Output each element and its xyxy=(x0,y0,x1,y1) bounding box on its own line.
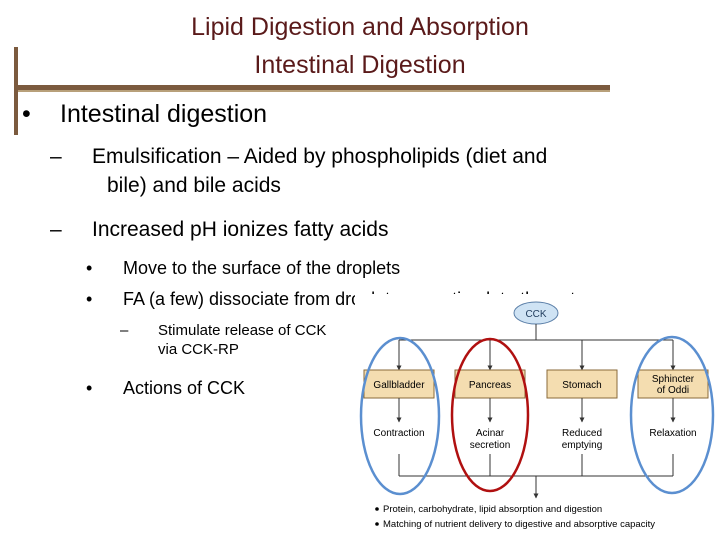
bullet-marker: • xyxy=(22,100,31,128)
bullet-emulsification-line2: bile) and bile acids xyxy=(107,174,281,197)
reduced-label: Reduced xyxy=(562,428,602,439)
title-rule xyxy=(18,85,610,90)
highlight-circle-gallbladder xyxy=(359,336,441,496)
cck-distribution-lines xyxy=(396,324,676,371)
bullet-actions-of-cck: Actions of CCK xyxy=(123,378,246,398)
outcome-absorption: Protein, carbohydrate, lipid absorption … xyxy=(383,504,602,515)
outcome-matching: Matching of nutrient delivery to digesti… xyxy=(383,519,655,530)
bullet-marker: • xyxy=(86,289,93,309)
cck-actions-diagram: CCK Gallbladder Pancreas Stomach Sphinct… xyxy=(355,294,717,538)
dash-marker: – xyxy=(120,322,129,339)
bullet-stimulate-cck-line2: via CCK-RP xyxy=(158,341,239,358)
pancreas-label: Pancreas xyxy=(469,380,511,391)
emptying-label: emptying xyxy=(562,440,603,451)
highlight-circle-pancreas xyxy=(450,337,530,493)
slide-title-line2: Intestinal Digestion xyxy=(254,51,466,79)
bullet-emulsification-line1: Emulsification – Aided by phospholipids … xyxy=(92,145,548,168)
bullet-marker: • xyxy=(86,378,93,398)
sphincter-box xyxy=(637,369,709,399)
title-rule-thin xyxy=(18,90,610,92)
bullet-marker: • xyxy=(86,258,93,278)
outcome-bullet xyxy=(375,507,379,511)
effect-arrows xyxy=(396,398,676,423)
bullet-increased-ph: Increased pH ionizes fatty acids xyxy=(92,218,389,241)
contraction-label: Contraction xyxy=(373,428,424,439)
sphincter-label-line1: Sphincter xyxy=(652,374,695,385)
convergence-lines xyxy=(398,454,674,499)
title-left-rule xyxy=(14,47,18,135)
stomach-label: Stomach xyxy=(562,380,601,391)
dash-marker: – xyxy=(50,218,62,241)
cck-label: CCK xyxy=(525,309,546,320)
outcome-bullet xyxy=(375,522,379,526)
highlight-circle-sphincter xyxy=(629,335,715,495)
slide-title-line1: Lipid Digestion and Absorption xyxy=(191,13,529,41)
bullet-move-to-surface: Move to the surface of the droplets xyxy=(123,258,401,278)
relaxation-label: Relaxation xyxy=(649,428,696,439)
bullet-intestinal-digestion: Intestinal digestion xyxy=(60,100,268,128)
stomach-box xyxy=(546,369,618,399)
acinar-label: Acinar xyxy=(476,428,505,439)
secretion-label: secretion xyxy=(470,440,511,451)
gallbladder-label: Gallbladder xyxy=(373,380,425,391)
dash-marker: – xyxy=(50,145,62,168)
bullet-stimulate-cck-line1: Stimulate release of CCK xyxy=(158,322,327,339)
sphincter-label-line2: of Oddi xyxy=(657,385,689,396)
